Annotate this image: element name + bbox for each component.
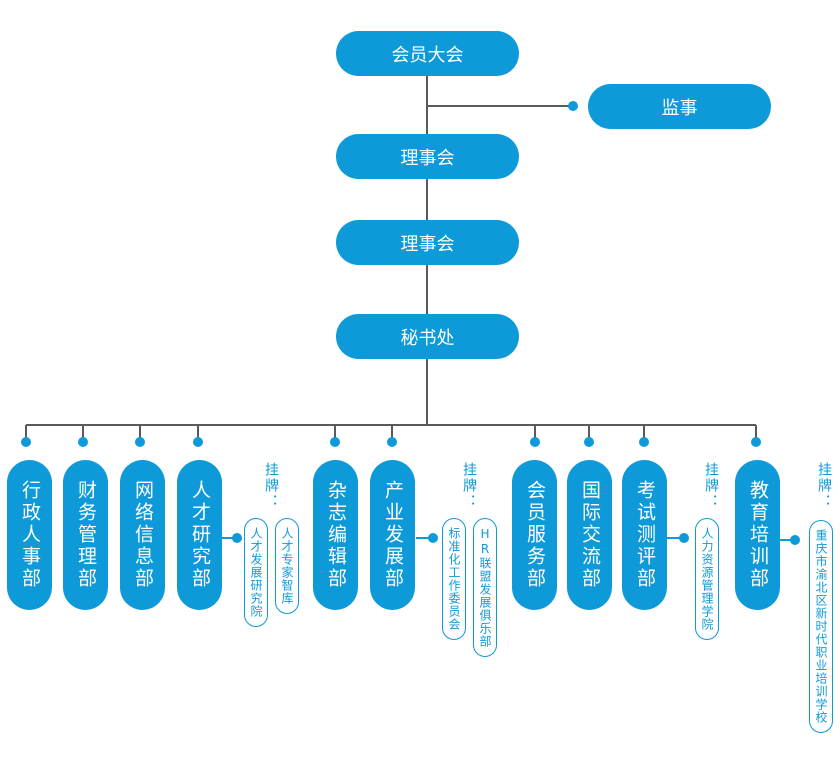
affiliate-text: 人力资源管理学院 [700, 527, 714, 631]
affiliate-talent-thinktank: 人才专家智库 [275, 518, 299, 614]
dept-network-info: 网络信息部 [120, 460, 165, 610]
dept-label: 教育培训部 [747, 480, 769, 590]
affiliate-standards-committee: 标准化工作委员会 [442, 518, 466, 640]
node-council-2: 理事会 [336, 220, 519, 265]
dept-member-service: 会员服务部 [512, 460, 557, 610]
affiliate-hr-alliance-club: HR联盟发展俱乐部 [473, 518, 497, 657]
affiliate-text: HR联盟发展俱乐部 [478, 527, 492, 648]
affiliate-label-talent: 挂牌： [263, 462, 279, 510]
dept-label: 杂志编辑部 [325, 480, 347, 590]
dept-label: 行政人事部 [19, 480, 41, 590]
dept-label: 人才研究部 [189, 480, 211, 590]
node-secretariat: 秘书处 [336, 314, 519, 359]
dept-label: 财务管理部 [75, 480, 97, 590]
dept-international: 国际交流部 [567, 460, 612, 610]
affiliate-text: 重庆市渝北区新时代职业培训学校 [814, 529, 828, 724]
dept-talent-research: 人才研究部 [177, 460, 222, 610]
dept-admin-hr: 行政人事部 [7, 460, 52, 610]
affiliate-talent-institute: 人才发展研究院 [244, 518, 268, 627]
affiliate-text: 人才专家智库 [280, 527, 294, 605]
dept-industry: 产业发展部 [370, 460, 415, 610]
affiliate-label-industry: 挂牌： [461, 462, 477, 510]
affiliate-text: 标准化工作委员会 [447, 527, 461, 631]
dept-label: 会员服务部 [524, 480, 546, 590]
affiliate-hr-management-college: 人力资源管理学院 [695, 518, 719, 640]
node-supervisor: 监事 [588, 84, 771, 129]
dept-education: 教育培训部 [735, 460, 780, 610]
node-assembly: 会员大会 [336, 31, 519, 76]
dept-label: 考试测评部 [634, 480, 656, 590]
dept-label: 产业发展部 [382, 480, 404, 590]
dept-exam: 考试测评部 [622, 460, 667, 610]
affiliate-vocational-school: 重庆市渝北区新时代职业培训学校 [809, 520, 833, 733]
dept-label: 国际交流部 [579, 480, 601, 590]
node-council-1: 理事会 [336, 134, 519, 179]
affiliate-label-education: 挂牌： [816, 462, 832, 510]
dept-label: 网络信息部 [132, 480, 154, 590]
affiliate-label-exam: 挂牌： [703, 462, 719, 510]
dept-finance: 财务管理部 [63, 460, 108, 610]
affiliate-text: 人才发展研究院 [249, 527, 263, 618]
dept-magazine: 杂志编辑部 [313, 460, 358, 610]
